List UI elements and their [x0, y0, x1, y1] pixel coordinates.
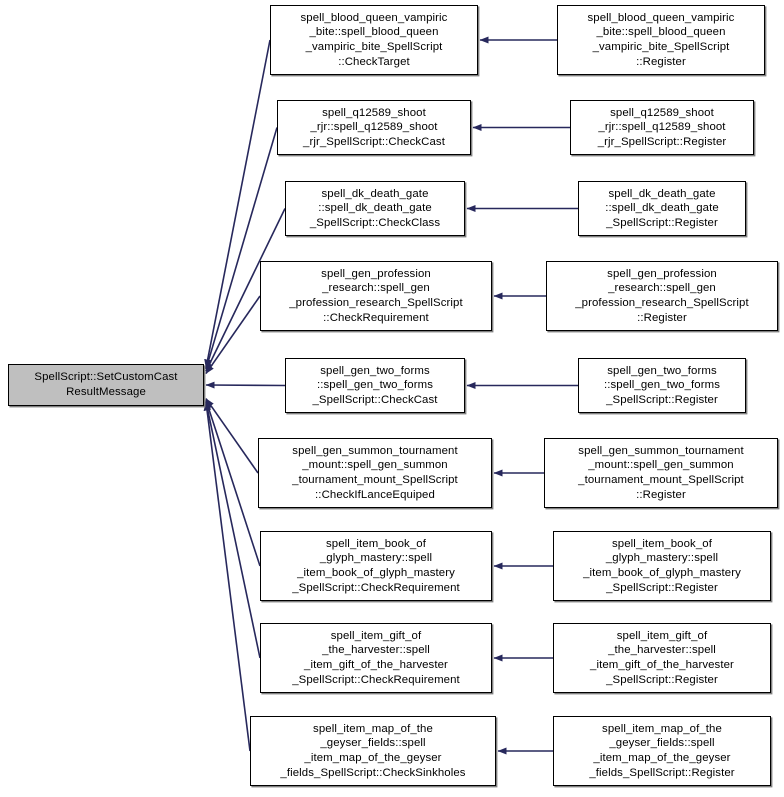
node-label: spell_gen_two_forms ::spell_gen_two_form… — [312, 364, 438, 406]
edge — [205, 399, 261, 567]
node-item-book-of-glyph-mastery-register[interactable]: spell_item_book_of _glyph_mastery::spell… — [553, 531, 771, 601]
node-label: spell_dk_death_gate ::spell_dk_death_gat… — [605, 187, 719, 229]
node-item-gift-of-the-harvester-checkrequirement[interactable]: spell_item_gift_of _the_harvester::spell… — [260, 623, 492, 693]
node-blood-queen-vampiric-bite-checktarget[interactable]: spell_blood_queen_vampiric _bite::spell_… — [270, 5, 478, 75]
node-label: spell_q12589_shoot _rjr::spell_q12589_sh… — [303, 106, 445, 148]
node-q12589-shoot-rjr-checkcast[interactable]: spell_q12589_shoot _rjr::spell_q12589_sh… — [277, 100, 471, 155]
edge — [205, 295, 261, 375]
node-gen-profession-research-checkrequirement[interactable]: spell_gen_profession _research::spell_ge… — [260, 261, 492, 331]
node-label: spell_gen_summon_tournament _mount::spel… — [292, 444, 458, 501]
edge — [205, 127, 278, 370]
node-gen-summon-tournament-mount-register[interactable]: spell_gen_summon_tournament _mount::spel… — [544, 438, 778, 508]
node-label: spell_blood_queen_vampiric _bite::spell_… — [587, 11, 735, 68]
node-label: spell_gen_profession _research::spell_ge… — [575, 267, 749, 324]
node-label: spell_blood_queen_vampiric _bite::spell_… — [300, 11, 448, 68]
node-label: spell_dk_death_gate ::spell_dk_death_gat… — [309, 187, 441, 229]
node-root-spellscript-setcustomcastresultmessage[interactable]: SpellScript::SetCustomCast ResultMessage — [8, 364, 204, 406]
node-label: spell_q12589_shoot _rjr::spell_q12589_sh… — [597, 106, 727, 148]
node-label: spell_item_gift_of _the_harvester::spell… — [590, 629, 734, 686]
node-label: spell_item_map_of_the _geyser_fields::sp… — [589, 722, 735, 779]
node-gen-summon-tournament-mount-checkiflanceequiped[interactable]: spell_gen_summon_tournament _mount::spel… — [258, 438, 492, 508]
node-item-book-of-glyph-mastery-checkrequirement[interactable]: spell_item_book_of _glyph_mastery::spell… — [260, 531, 492, 601]
node-gen-two-forms-register[interactable]: spell_gen_two_forms ::spell_gen_two_form… — [578, 358, 746, 413]
edge — [203, 401, 251, 752]
node-item-map-of-the-geyser-fields-register[interactable]: spell_item_map_of_the _geyser_fields::sp… — [553, 716, 771, 786]
node-label: spell_gen_profession _research::spell_ge… — [289, 267, 463, 324]
node-item-map-of-the-geyser-fields-checksinkholes[interactable]: spell_item_map_of_the _geyser_fields::sp… — [250, 716, 496, 786]
node-dk-death-gate-checkclass[interactable]: spell_dk_death_gate ::spell_dk_death_gat… — [285, 181, 465, 236]
node-label: spell_item_map_of_the _geyser_fields::sp… — [280, 722, 466, 779]
node-label: spell_gen_two_forms ::spell_gen_two_form… — [603, 364, 721, 406]
node-label: spell_item_gift_of _the_harvester::spell… — [292, 629, 460, 686]
node-item-gift-of-the-harvester-register[interactable]: spell_item_gift_of _the_harvester::spell… — [553, 623, 771, 693]
node-q12589-shoot-rjr-register[interactable]: spell_q12589_shoot _rjr::spell_q12589_sh… — [570, 100, 754, 155]
edge — [204, 401, 261, 659]
node-label: spell_item_book_of _glyph_mastery::spell… — [583, 537, 741, 594]
node-gen-two-forms-checkcast[interactable]: spell_gen_two_forms ::spell_gen_two_form… — [285, 358, 465, 413]
edge — [205, 398, 259, 474]
node-label: spell_gen_summon_tournament _mount::spel… — [578, 444, 744, 501]
edge — [205, 381, 286, 389]
node-root-label: SpellScript::SetCustomCast ResultMessage — [34, 371, 178, 398]
node-blood-queen-vampiric-bite-register[interactable]: spell_blood_queen_vampiric _bite::spell_… — [557, 5, 765, 75]
node-label: spell_item_book_of _glyph_mastery::spell… — [292, 537, 460, 594]
node-dk-death-gate-register[interactable]: spell_dk_death_gate ::spell_dk_death_gat… — [578, 181, 746, 236]
node-gen-profession-research-register[interactable]: spell_gen_profession _research::spell_ge… — [546, 261, 778, 331]
